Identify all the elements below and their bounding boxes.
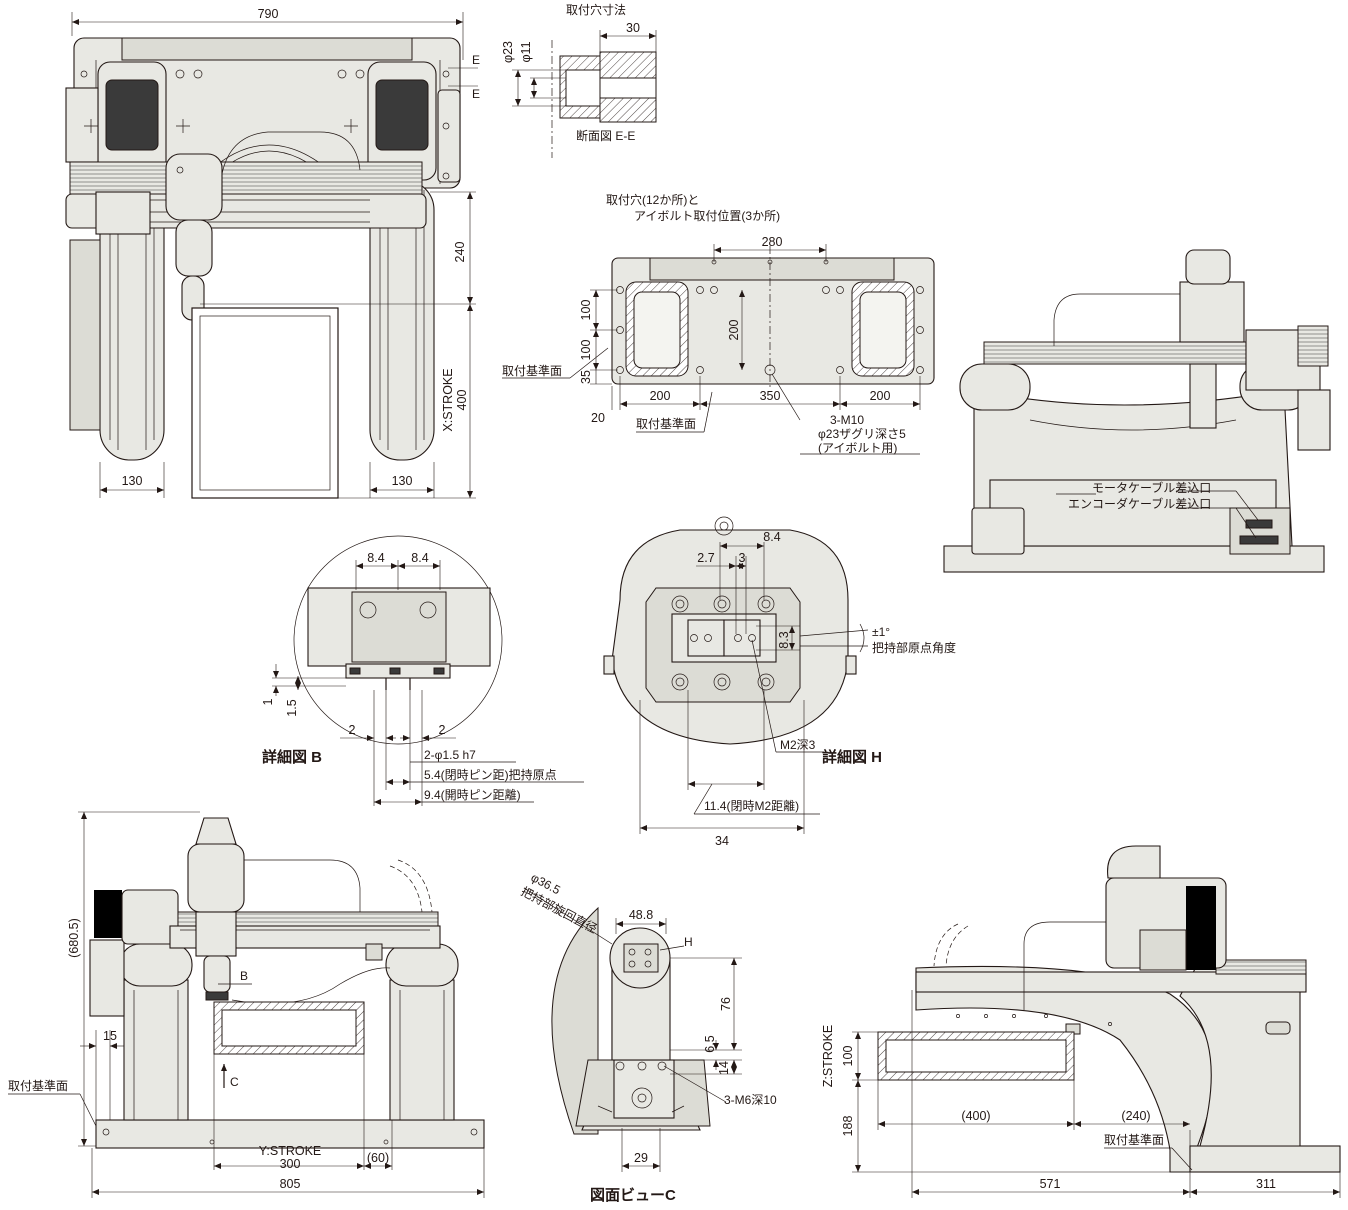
dim-3: 3: [739, 551, 746, 565]
view-c: φ36.5 把持部旋回直径 48.8 H 76 6.5 14 3-M6深10 2…: [519, 870, 777, 1204]
dim-200-right: 200: [870, 389, 891, 403]
dim-8-4-left: 8.4: [367, 551, 384, 565]
dim-2-7: 2.7: [697, 551, 714, 565]
bolt-note-3: (アイボルト用): [818, 441, 897, 455]
m2-depth: M2深3: [780, 738, 816, 752]
x-stroke-value: 400: [455, 390, 469, 411]
dim-100-upper: 100: [579, 300, 593, 321]
detail-b-view: 8.4 8.4 1 1.5 2 2 2-φ1.5 h7 5.4(閉時ピン距)把持…: [261, 535, 584, 806]
mount-title-2: アイボルト取付位置(3か所): [634, 208, 780, 223]
mount-plan-view: 取付穴(12か所)と アイボルト取付位置(3か所) 280 200: [502, 192, 935, 455]
dim-130-right: 130: [392, 474, 413, 488]
dim-805: 805: [280, 1177, 301, 1191]
dim-15: 15: [103, 1029, 117, 1043]
tap-note: 3-M6深10: [724, 1093, 777, 1107]
mark-b: B: [240, 969, 248, 983]
dim-14: 14: [717, 1061, 731, 1075]
detail-h-view: 8.4 2.7 3 8.3 ±1° 把持部原点角度 M2深3 11.4(閉時M2…: [603, 516, 956, 848]
dim-z-100: 100: [841, 1046, 855, 1067]
side-view-bottom: Z:STROKE 100 188 (400) (240) 取付基準面 571 3…: [821, 845, 1341, 1198]
ref-surface-bottom: 取付基準面: [636, 416, 696, 431]
open-pin-distance: 9.4(開時ピン距離): [424, 788, 521, 802]
closed-m2-distance: 11.4(閉時M2距離): [704, 799, 799, 813]
dim-phi11: φ11: [519, 41, 533, 62]
dim-1-5: 1.5: [285, 699, 299, 716]
y-stroke-label: Y:STROKE: [259, 1144, 322, 1158]
motor-cable-inlet: モータケーブル差込口: [1092, 480, 1211, 495]
section-mark-e-bottom: E: [472, 87, 480, 101]
bolt-note-1: 3-M10: [830, 413, 864, 427]
dim-48-8: 48.8: [629, 908, 653, 922]
dim-76: 76: [719, 997, 733, 1011]
origin-angle: 把持部原点角度: [872, 640, 956, 655]
section-ee-view: 取付穴寸法 30 φ23 φ11 断面図 E-E: [501, 2, 657, 158]
height-total: (680.5): [67, 918, 81, 958]
mark-c: C: [230, 1075, 239, 1089]
dim-29: 29: [634, 1151, 648, 1165]
ref-surface-left: 取付基準面: [502, 363, 562, 378]
closed-pin-origin: 5.4(閉時ピン距)把持原点: [424, 767, 557, 782]
x-stroke-label: X:STROKE: [441, 368, 455, 431]
dim-8-3: 8.3: [777, 631, 791, 648]
section-ee-title: 取付穴寸法: [566, 2, 626, 17]
bolt-note-2: φ23ザグリ深さ5: [818, 427, 906, 441]
dim-6-5: 6.5: [703, 1035, 717, 1052]
z-stroke-label: Z:STROKE: [821, 1025, 835, 1088]
y-stroke-value: 300: [280, 1157, 301, 1171]
section-mark-e-top: E: [472, 53, 480, 67]
dim-34: 34: [715, 834, 729, 848]
mark-h: H: [684, 935, 693, 949]
dim-30: 30: [626, 21, 640, 35]
front-view: (680.5) B: [8, 811, 485, 1198]
section-ee-caption: 断面図 E-E: [576, 128, 635, 143]
dim-35: 35: [579, 370, 593, 384]
dim-2-right: 2: [439, 723, 446, 737]
dim-311: 311: [1256, 1177, 1276, 1191]
mount-title-1: 取付穴(12か所)と: [606, 192, 699, 207]
dim-phi23: φ23: [501, 41, 515, 63]
dim-side-240: (240): [1121, 1109, 1150, 1123]
dim-200-left: 200: [650, 389, 671, 403]
pin-note: 2-φ1.5 h7: [424, 748, 476, 762]
angle-tol: ±1°: [872, 625, 890, 639]
side-view-right: モータケーブル差込口 エンコーダケーブル差込口: [943, 249, 1331, 573]
dim-571: 571: [1040, 1177, 1061, 1191]
encoder-cable-inlet: エンコーダケーブル差込口: [1068, 496, 1211, 511]
dim-60: (60): [367, 1151, 389, 1165]
dim-h-8-4: 8.4: [763, 530, 780, 544]
dim-2-left: 2: [349, 723, 356, 737]
dim-240: 240: [453, 242, 467, 263]
detail-h-title: 詳細図 H: [822, 748, 882, 766]
detail-b-title: 詳細図 B: [262, 748, 322, 766]
dim-188: 188: [841, 1116, 855, 1137]
dim-1: 1: [261, 698, 275, 705]
dim-200-vertical: 200: [727, 320, 741, 341]
dim-100-lower: 100: [579, 340, 593, 361]
dim-130-left: 130: [122, 474, 143, 488]
view-c-title: 図面ビューC: [590, 1187, 676, 1204]
ref-surface-front: 取付基準面: [8, 1078, 68, 1093]
dim-790: 790: [258, 7, 279, 21]
top-view: 790: [65, 7, 480, 499]
ref-surface-side: 取付基準面: [1104, 1132, 1164, 1147]
dim-280: 280: [762, 235, 783, 249]
dim-400: (400): [961, 1109, 990, 1123]
dim-20: 20: [591, 411, 605, 425]
dim-8-4-right: 8.4: [411, 551, 428, 565]
dim-350: 350: [760, 389, 781, 403]
